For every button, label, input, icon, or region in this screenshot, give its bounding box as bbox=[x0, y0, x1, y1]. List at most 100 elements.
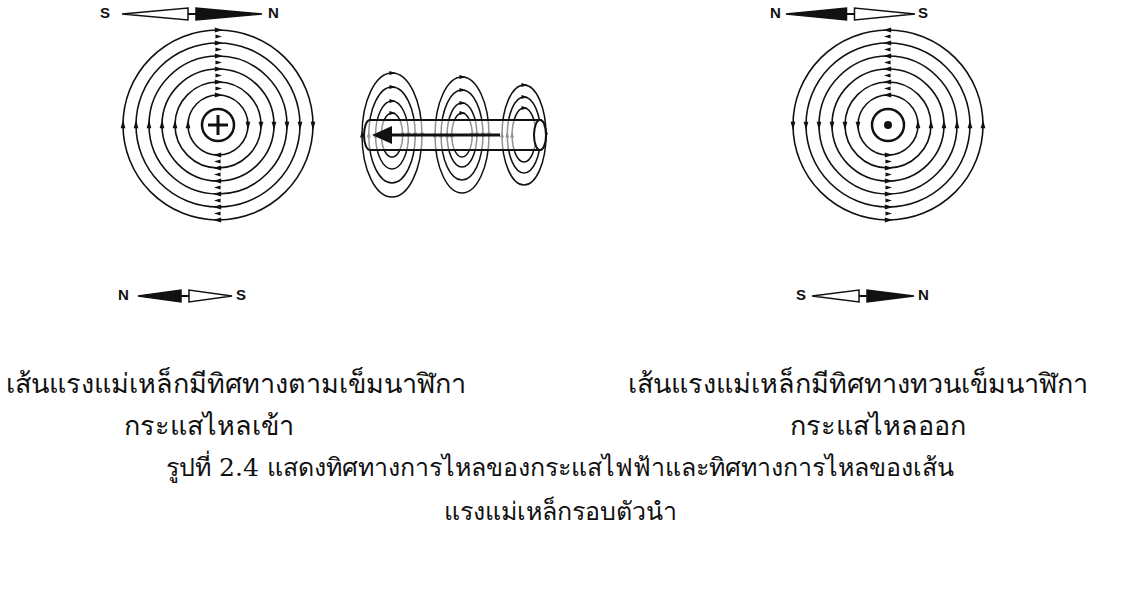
field-line bbox=[858, 95, 918, 155]
field-line bbox=[793, 30, 983, 220]
field-arrowhead bbox=[884, 87, 891, 91]
current-out-dot bbox=[884, 121, 892, 129]
field-arrowhead bbox=[214, 186, 221, 190]
field-arrowhead bbox=[215, 41, 223, 46]
field-arrowhead bbox=[213, 153, 221, 158]
compass-needle-head bbox=[855, 8, 916, 20]
pole-label: N bbox=[770, 4, 781, 21]
field-arrowhead bbox=[885, 160, 892, 164]
field-arrowhead bbox=[883, 93, 891, 98]
pole-label: S bbox=[100, 4, 110, 21]
field-arrowhead bbox=[884, 48, 891, 52]
field-arrowhead bbox=[215, 28, 223, 33]
field-arrowhead bbox=[885, 199, 892, 203]
figure-caption: รูปที่ 2.4 แสดงทิศทางการไหลของกระแสไฟฟ้า… bbox=[150, 446, 970, 534]
compass-needle-head bbox=[812, 290, 859, 302]
field-arrowhead bbox=[214, 212, 221, 216]
field-arrowhead bbox=[215, 80, 223, 85]
current-direction-arrowhead bbox=[372, 126, 392, 144]
field-arrowhead bbox=[884, 61, 891, 65]
field-line bbox=[832, 69, 944, 181]
field-arrowhead bbox=[147, 120, 152, 128]
field-arrowhead bbox=[885, 192, 893, 197]
field-arrowhead bbox=[459, 111, 466, 115]
field-arrowhead bbox=[215, 74, 222, 78]
compass-needle-head bbox=[196, 8, 262, 20]
field-arrowhead bbox=[884, 35, 891, 39]
field-line bbox=[819, 56, 957, 194]
field-arrowhead bbox=[160, 120, 165, 128]
field-arrowhead bbox=[883, 54, 891, 59]
field-arrowhead bbox=[389, 111, 396, 115]
field-arrowhead bbox=[215, 87, 222, 91]
field-arrowhead bbox=[981, 120, 986, 128]
field-arrowhead bbox=[214, 160, 221, 164]
field-arrowhead bbox=[215, 93, 223, 98]
field-arrowhead bbox=[885, 218, 893, 223]
field-arrowhead bbox=[885, 179, 893, 184]
field-arrowhead bbox=[213, 179, 221, 184]
field-arrowhead bbox=[885, 186, 892, 190]
field-arrowhead bbox=[259, 122, 264, 130]
field-arrowhead bbox=[883, 80, 891, 85]
field-line bbox=[188, 95, 248, 155]
field-arrowhead bbox=[883, 41, 891, 46]
field-arrowhead bbox=[843, 122, 848, 130]
pole-label: N bbox=[268, 4, 279, 21]
field-arrowhead bbox=[804, 122, 809, 130]
field-arrowhead bbox=[929, 120, 934, 128]
field-arrowhead bbox=[885, 153, 893, 158]
field-arrowhead bbox=[830, 122, 835, 130]
field-arrowhead bbox=[389, 71, 396, 75]
field-arrowhead bbox=[213, 218, 221, 223]
field-arrowhead bbox=[285, 122, 290, 130]
field-arrowhead bbox=[213, 166, 221, 171]
field-arrowhead bbox=[215, 35, 222, 39]
compass-needle-head bbox=[786, 8, 847, 20]
pole-label: N bbox=[918, 286, 929, 303]
field-arrowhead bbox=[521, 83, 528, 87]
field-arrowhead bbox=[916, 120, 921, 128]
field-arrowhead bbox=[885, 166, 893, 171]
field-line bbox=[149, 56, 287, 194]
field-arrowhead bbox=[885, 205, 893, 210]
field-arrowhead bbox=[213, 205, 221, 210]
compass-needle-head bbox=[138, 290, 181, 302]
field-direction-note: เส้นแรงแม่เหล็กมีทิศทางตามเข็มนาฬิกา bbox=[6, 362, 466, 405]
field-arrowhead bbox=[521, 106, 528, 110]
field-arrowhead bbox=[817, 122, 822, 130]
current-in-cross bbox=[217, 115, 220, 135]
field-direction-note: เส้นแรงแม่เหล็กมีทิศทางทวนเข็มนาฬิกา bbox=[628, 362, 1088, 405]
field-arrowhead bbox=[215, 67, 223, 72]
field-line bbox=[845, 82, 931, 168]
field-arrowhead bbox=[215, 61, 222, 65]
field-arrowhead bbox=[134, 120, 139, 128]
field-arrowhead bbox=[883, 28, 891, 33]
current-direction-note: กระแสไหลออก bbox=[790, 404, 966, 447]
field-arrowhead bbox=[459, 75, 466, 79]
conductor-section bbox=[202, 109, 234, 141]
field-line bbox=[162, 69, 274, 181]
compass-needle-head bbox=[867, 290, 914, 302]
field-line bbox=[806, 43, 970, 207]
field-line bbox=[175, 82, 261, 168]
field-arrowhead bbox=[968, 120, 973, 128]
conductor-section bbox=[872, 109, 904, 141]
field-arrowhead bbox=[214, 199, 221, 203]
field-arrowhead bbox=[121, 120, 126, 128]
field-line bbox=[136, 43, 300, 207]
pole-label: N bbox=[118, 286, 129, 303]
field-arrowhead bbox=[186, 120, 191, 128]
field-line bbox=[123, 30, 313, 220]
compass-needle-head bbox=[122, 8, 188, 20]
field-arrowhead bbox=[942, 120, 947, 128]
pole-label: S bbox=[236, 286, 246, 303]
field-arrowhead bbox=[883, 67, 891, 72]
pole-label: S bbox=[796, 286, 806, 303]
field-arrowhead bbox=[215, 48, 222, 52]
field-arrowhead bbox=[213, 192, 221, 197]
field-arrowhead bbox=[885, 212, 892, 216]
field-arrowhead bbox=[791, 122, 796, 130]
field-arrowhead bbox=[311, 122, 316, 130]
